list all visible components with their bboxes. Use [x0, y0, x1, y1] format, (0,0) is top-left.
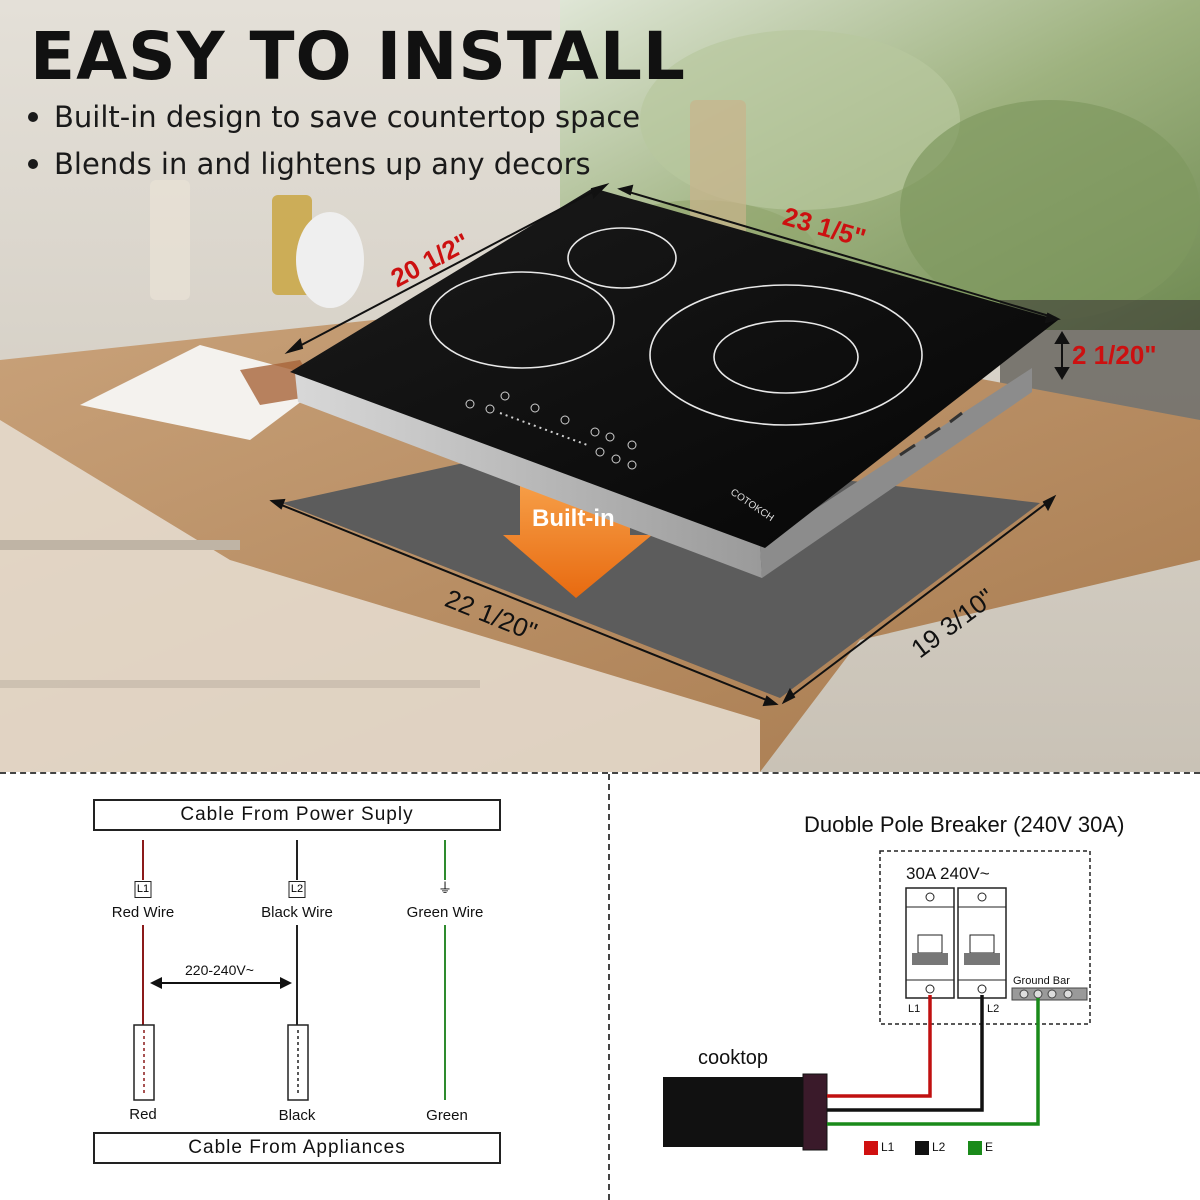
cooktop-glass [290, 188, 1058, 548]
legend-swatch [915, 1140, 929, 1155]
height-dimension: 2 1/20" [1072, 340, 1157, 370]
vase [296, 212, 364, 308]
legend-text: E [985, 1140, 994, 1154]
feature-text: Built-in design to save countertop space [54, 100, 641, 134]
legend-text: L1 [881, 1140, 895, 1154]
feature-text: Blends in and lightens up any decors [54, 147, 591, 181]
bullet-icon [28, 112, 38, 122]
kitchen-scene [0, 0, 1200, 772]
divider-vertical [608, 774, 610, 1200]
feature-list: Built-in design to save countertop space… [28, 100, 640, 194]
black-end-label: Black [278, 1107, 316, 1124]
divider-horizontal [0, 772, 1200, 774]
legend-e: E [968, 1140, 993, 1155]
feature-item: Blends in and lightens up any decors [28, 147, 640, 194]
appliance-cable-label: Cable From Appliances [93, 1132, 501, 1164]
touch-controls [465, 391, 637, 470]
feature-item: Built-in design to save countertop space [28, 100, 640, 147]
breaker-title: Duoble Pole Breaker (240V 30A) [804, 812, 1125, 837]
legend-swatch [864, 1140, 878, 1155]
bullet-icon [28, 159, 38, 169]
hero-section: EASY TO INSTALL Built-in design to save … [0, 0, 1200, 772]
pole-label-l1: L1 [908, 1003, 921, 1015]
red-end-label: Red [129, 1106, 157, 1123]
pole-label-l2: L2 [987, 1003, 1000, 1015]
burner-right-inner [713, 320, 859, 394]
terminal-l2: L2 [288, 881, 306, 898]
legend-l2: L2 [915, 1140, 945, 1155]
power-supply-cable-label: Cable From Power Suply [93, 799, 501, 831]
red-wire-label: Red Wire [111, 904, 175, 921]
terminal-l1: L1 [134, 881, 152, 898]
legend-swatch [968, 1140, 982, 1155]
cooktop-side [295, 373, 762, 578]
legend-text: L2 [932, 1140, 946, 1154]
green-wire-label: Green Wire [406, 904, 484, 921]
legend-l1: L1 [864, 1140, 894, 1155]
breaker-rating: 30A 240V~ [906, 864, 990, 883]
voltage-label: 220-240V~ [185, 962, 254, 978]
page-title: EASY TO INSTALL [30, 18, 686, 95]
burner-front-left [429, 271, 615, 369]
ground-icon: ⏚ [436, 880, 454, 898]
ground-bar-label: Ground Bar [1013, 975, 1070, 987]
cooktop-label: cooktop [698, 1047, 769, 1069]
dimension-arrows [269, 182, 1070, 707]
builtin-label: Built-in [532, 505, 615, 532]
black-wire-label: Black Wire [261, 904, 333, 921]
burner-rear-left [567, 227, 677, 289]
green-end-label: Green [426, 1107, 468, 1124]
burner-right-outer [649, 284, 923, 426]
